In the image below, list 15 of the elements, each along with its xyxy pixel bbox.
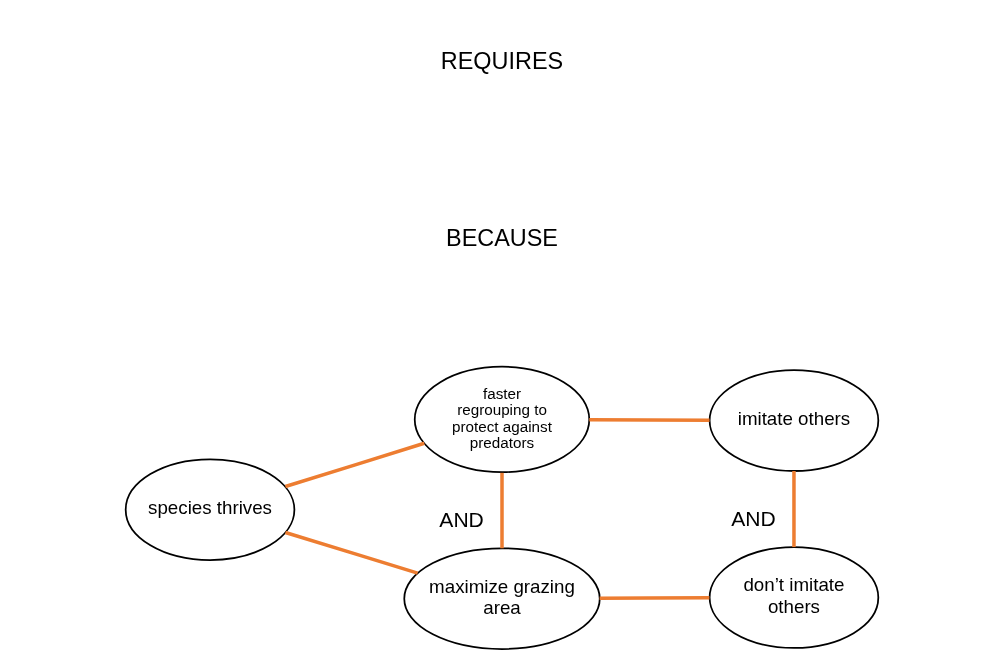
edge-label: AND	[731, 506, 776, 530]
connector	[284, 530, 419, 575]
label: REQUIRES	[440, 48, 564, 75]
node-ellipse: imitate others	[708, 369, 880, 472]
connector	[500, 472, 504, 549]
node-ellipse: don’t imitate others	[708, 546, 880, 649]
connector	[589, 418, 710, 423]
node-ellipse: species thrives	[124, 458, 296, 561]
node-ellipse: maximize grazing area	[403, 547, 601, 650]
connector	[792, 471, 796, 548]
label: BECAUSE	[446, 225, 558, 252]
edge-label: AND	[439, 508, 484, 532]
connector	[599, 596, 710, 601]
connector	[284, 441, 425, 489]
node-ellipse: faster regrouping to protect against predators	[413, 365, 591, 474]
